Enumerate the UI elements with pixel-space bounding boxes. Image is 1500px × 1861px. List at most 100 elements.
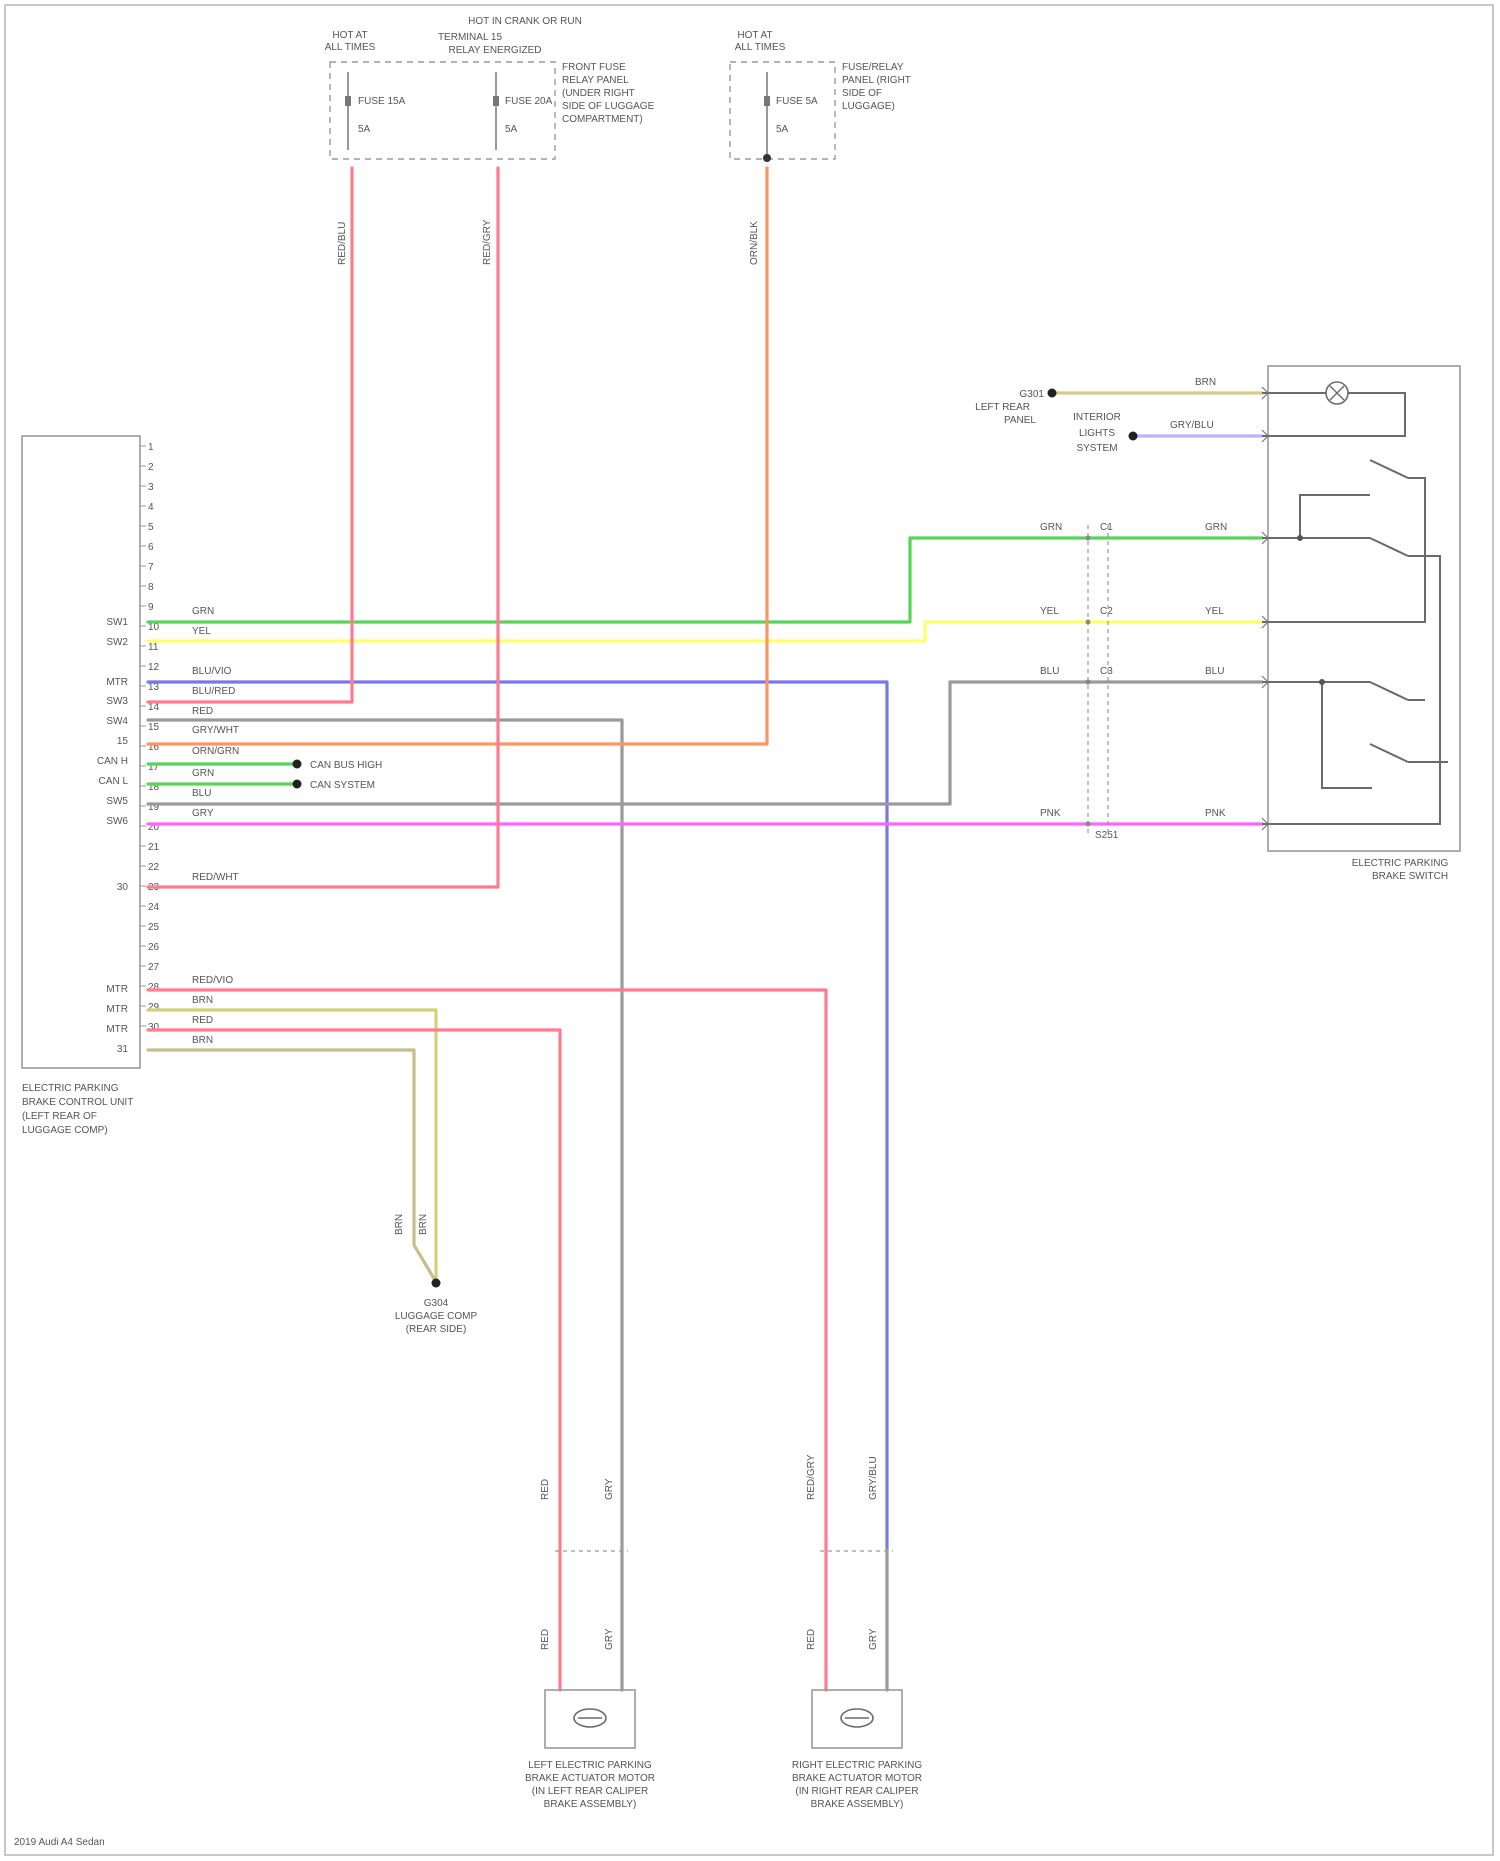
svg-text:TERMINAL 15: TERMINAL 15 [438, 32, 503, 43]
parking-brake-switch: ELECTRIC PARKING BRAKE SWITCH [1262, 366, 1460, 882]
pin-number: 4 [148, 502, 154, 513]
svg-text:GRY: GRY [604, 1628, 615, 1650]
pin-number: 10 [148, 622, 160, 633]
svg-text:C1: C1 [1100, 522, 1113, 533]
svg-text:ALL TIMES: ALL TIMES [735, 42, 786, 53]
pin-number: 24 [148, 902, 160, 913]
splice-connector [1086, 525, 1109, 835]
pin-number: 27 [148, 962, 160, 973]
svg-text:FRONT FUSE: FRONT FUSE [562, 62, 626, 73]
svg-text:BRAKE SWITCH: BRAKE SWITCH [1372, 871, 1448, 882]
svg-text:BRAKE ASSEMBLY): BRAKE ASSEMBLY) [811, 1799, 904, 1810]
svg-text:(UNDER RIGHT: (UNDER RIGHT [562, 88, 635, 99]
svg-text:PNK: PNK [1205, 808, 1226, 819]
interior-lights-system: INTERIOR LIGHTS SYSTEM [1073, 412, 1137, 454]
pin-function-labels: SW1 SW2 MTR SW3 SW4 15 CAN H CAN L SW5 S… [97, 617, 129, 1055]
svg-text:C2: C2 [1100, 606, 1113, 617]
ground-g304: G304 LUGGAGE COMP (REAR SIDE) [395, 1279, 478, 1336]
connector-pins: 1234567891011121314151617181920212223242… [140, 442, 160, 1033]
svg-text:INTERIOR: INTERIOR [1073, 412, 1121, 423]
svg-text:GRN: GRN [1205, 522, 1227, 533]
svg-text:FUSE 20A: FUSE 20A [505, 96, 553, 107]
pin-number: 7 [148, 562, 154, 573]
svg-text:RED: RED [806, 1629, 817, 1650]
svg-text:LUGGAGE COMP: LUGGAGE COMP [395, 1311, 478, 1322]
wire-gray-actuator [148, 720, 622, 1550]
svg-text:GRY/BLU: GRY/BLU [1170, 420, 1214, 431]
pin-label: 15 [117, 736, 129, 747]
svg-text:GRN: GRN [192, 606, 214, 617]
svg-text:GRY: GRY [868, 1628, 879, 1650]
svg-text:(IN LEFT REAR CALIPER: (IN LEFT REAR CALIPER [532, 1786, 649, 1797]
svg-text:HOT AT: HOT AT [737, 30, 772, 41]
pin-number: 2 [148, 462, 154, 473]
svg-text:ELECTRIC PARKING: ELECTRIC PARKING [1352, 858, 1449, 869]
wire-olive-ground [148, 1050, 436, 1282]
wire-yellow [148, 622, 1262, 641]
svg-text:ORN/GRN: ORN/GRN [192, 746, 239, 757]
svg-text:(IN RIGHT REAR CALIPER: (IN RIGHT REAR CALIPER [795, 1786, 918, 1797]
svg-text:5A: 5A [358, 124, 371, 135]
svg-text:BLU/RED: BLU/RED [192, 686, 235, 697]
svg-text:ELECTRIC PARKING: ELECTRIC PARKING [22, 1083, 119, 1094]
fuse-box-right: HOT AT ALL TIMES FUSE/RELAY PANEL (RIGHT… [730, 30, 911, 162]
pin-number: 3 [148, 482, 154, 493]
pin-label: CAN H [97, 756, 128, 767]
svg-text:RED: RED [540, 1629, 551, 1650]
svg-text:BLU: BLU [192, 788, 211, 799]
svg-text:LEFT REAR: LEFT REAR [975, 402, 1030, 413]
svg-text:S251: S251 [1095, 830, 1119, 841]
svg-text:G304: G304 [424, 1298, 449, 1309]
svg-text:SIDE OF LUGGAGE: SIDE OF LUGGAGE [562, 101, 655, 112]
pin-number: 15 [148, 722, 160, 733]
right-parking-brake-actuator: RIGHT ELECTRIC PARKING BRAKE ACTUATOR MO… [792, 1551, 922, 1810]
pin-label: SW1 [106, 617, 128, 628]
pin-number: 22 [148, 862, 160, 873]
svg-text:LUGGAGE COMP): LUGGAGE COMP) [22, 1125, 108, 1136]
pin-label: SW2 [106, 637, 128, 648]
pin-number: 11 [148, 642, 159, 653]
svg-text:RED: RED [192, 706, 213, 717]
svg-text:FUSE/RELAY: FUSE/RELAY [842, 62, 904, 73]
svg-text:RELAY PANEL: RELAY PANEL [562, 75, 629, 86]
wire-label-orn-blk: ORN/BLK [749, 221, 760, 265]
ground-g301: G301 LEFT REAR PANEL [975, 389, 1056, 427]
svg-text:HOT AT: HOT AT [332, 30, 367, 41]
svg-text:G301: G301 [1020, 389, 1045, 400]
pin-number: 5 [148, 522, 154, 533]
pin-label: SW4 [106, 716, 128, 727]
svg-text:BRAKE CONTROL UNIT: BRAKE CONTROL UNIT [22, 1097, 133, 1108]
wire-orange [148, 168, 767, 744]
svg-text:(REAR SIDE): (REAR SIDE) [406, 1324, 467, 1335]
pin-label: SW3 [106, 696, 128, 707]
left-parking-brake-actuator: LEFT ELECTRIC PARKING BRAKE ACTUATOR MOT… [525, 1551, 655, 1810]
pin-label: CAN L [99, 776, 129, 787]
svg-text:RED: RED [192, 1015, 213, 1026]
svg-text:RIGHT ELECTRIC PARKING: RIGHT ELECTRIC PARKING [792, 1760, 922, 1771]
can-bus-terminals: CAN BUS HIGH CAN SYSTEM [293, 760, 383, 792]
pin-label: 31 [117, 1044, 129, 1055]
svg-text:PANEL (RIGHT: PANEL (RIGHT [842, 75, 911, 86]
motor-wire-labels: RED GRY RED/GRY GRY/BLU RED GRY RED GRY … [394, 1214, 879, 1650]
svg-text:HOT IN CRANK OR RUN: HOT IN CRANK OR RUN [468, 16, 582, 27]
pin-label: MTR [106, 1024, 128, 1035]
svg-text:RELAY ENERGIZED: RELAY ENERGIZED [449, 45, 542, 56]
pin-label: 30 [117, 882, 129, 893]
wire-red-right-actuator [148, 990, 826, 1550]
svg-text:SIDE OF: SIDE OF [842, 88, 882, 99]
svg-text:GRY: GRY [192, 808, 214, 819]
svg-text:BRN: BRN [192, 1035, 213, 1046]
svg-text:LUGGAGE): LUGGAGE) [842, 101, 895, 112]
pin-label: MTR [106, 1004, 128, 1015]
svg-text:LEFT ELECTRIC PARKING: LEFT ELECTRIC PARKING [528, 1760, 652, 1771]
svg-text:PNK: PNK [1040, 808, 1061, 819]
pin-number: 12 [148, 662, 160, 673]
svg-text:RED/VIO: RED/VIO [192, 975, 233, 986]
pin-number: 25 [148, 922, 160, 933]
pin-number: 14 [148, 702, 160, 713]
svg-text:GRY/BLU: GRY/BLU [868, 1456, 879, 1500]
footer-caption: 2019 Audi A4 Sedan [14, 1837, 105, 1848]
wire-label-red-blu: RED/BLU [337, 222, 348, 265]
wire-green [148, 538, 1262, 622]
